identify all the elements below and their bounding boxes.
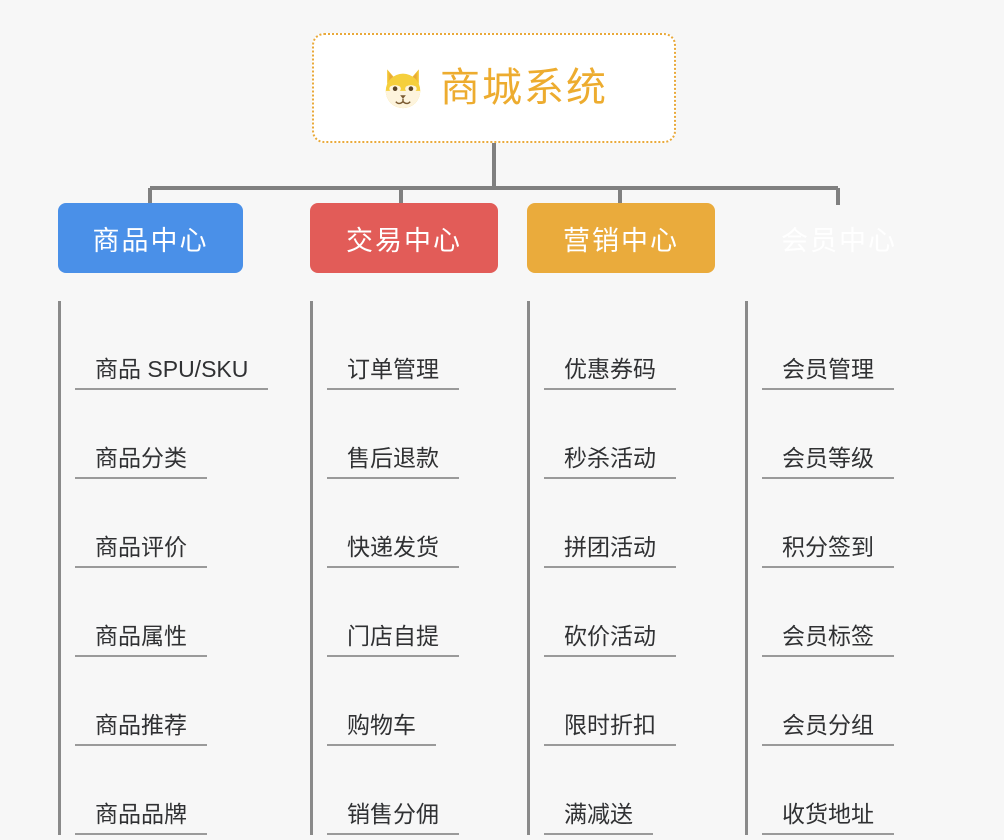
leaf-item[interactable]: 售后退款 <box>327 390 498 479</box>
category-header-1[interactable]: 商品中心 <box>58 203 243 273</box>
leaf-item[interactable]: 商品品牌 <box>75 746 243 835</box>
leaf-item-label: 会员分组 <box>762 712 894 746</box>
category-leaf-list: 优惠券码秒杀活动拼团活动砍价活动限时折扣满减送 <box>527 301 715 835</box>
leaf-item-label: 商品 SPU/SKU <box>75 356 269 390</box>
leaf-item-label: 商品品牌 <box>75 801 207 835</box>
leaf-item-label: 会员管理 <box>762 356 894 390</box>
leaf-item[interactable]: 商品分类 <box>75 390 243 479</box>
leaf-item-label: 商品属性 <box>75 623 207 657</box>
leaf-item-label: 商品推荐 <box>75 712 207 746</box>
category-column: 营销中心优惠券码秒杀活动拼团活动砍价活动限时折扣满减送 <box>527 203 715 835</box>
leaf-item-label: 订单管理 <box>327 356 459 390</box>
leaf-item[interactable]: 优惠券码 <box>544 301 715 390</box>
shiba-dog-face-icon <box>385 69 421 109</box>
leaf-item[interactable]: 会员管理 <box>762 301 933 390</box>
category-leaf-list: 商品 SPU/SKU 商品分类商品评价商品属性商品推荐商品品牌 <box>58 301 269 835</box>
category-column: 会员中心会员管理会员等级积分签到会员标签会员分组收货地址 <box>745 203 933 835</box>
leaf-item-label: 砍价活动 <box>544 623 676 657</box>
leaf-item-label: 售后退款 <box>327 445 459 479</box>
category-header-2[interactable]: 交易中心 <box>310 203 498 273</box>
leaf-item[interactable]: 积分签到 <box>762 479 933 568</box>
leaf-item[interactable]: 收货地址 <box>762 746 933 835</box>
leaf-item[interactable]: 满减送 <box>544 746 715 835</box>
category-header-3[interactable]: 营销中心 <box>527 203 715 273</box>
leaf-item[interactable]: 购物车 <box>327 657 498 746</box>
leaf-item-label: 销售分佣 <box>327 801 459 835</box>
leaf-item-label: 优惠券码 <box>544 356 676 390</box>
leaf-item[interactable]: 商品评价 <box>75 479 243 568</box>
root-node[interactable]: 商城系统 <box>312 33 676 143</box>
leaf-item-label: 积分签到 <box>762 534 894 568</box>
leaf-item-label: 快递发货 <box>327 534 459 568</box>
leaf-item-label: 满减送 <box>544 801 653 835</box>
leaf-item-label: 商品评价 <box>75 534 207 568</box>
leaf-item[interactable]: 砍价活动 <box>544 568 715 657</box>
leaf-item[interactable]: 商品 SPU/SKU <box>75 301 269 390</box>
leaf-item-label: 门店自提 <box>327 623 459 657</box>
leaf-item[interactable]: 订单管理 <box>327 301 498 390</box>
category-column: 商品中心商品 SPU/SKU 商品分类商品评价商品属性商品推荐商品品牌 <box>58 203 269 835</box>
leaf-item[interactable]: 销售分佣 <box>327 746 498 835</box>
leaf-item-label: 会员标签 <box>762 623 894 657</box>
leaf-item[interactable]: 会员标签 <box>762 568 933 657</box>
leaf-item[interactable]: 快递发货 <box>327 479 498 568</box>
category-leaf-list: 会员管理会员等级积分签到会员标签会员分组收货地址 <box>745 301 933 835</box>
leaf-item[interactable]: 门店自提 <box>327 568 498 657</box>
leaf-item-label: 秒杀活动 <box>544 445 676 479</box>
leaf-item[interactable]: 限时折扣 <box>544 657 715 746</box>
leaf-item-label: 商品分类 <box>75 445 207 479</box>
root-title: 商城系统 <box>440 66 608 110</box>
leaf-item[interactable]: 商品属性 <box>75 568 243 657</box>
category-column: 交易中心订单管理售后退款快递发货门店自提购物车销售分佣 <box>310 203 498 835</box>
leaf-item-label: 收货地址 <box>762 801 894 835</box>
leaf-item[interactable]: 会员等级 <box>762 390 933 479</box>
leaf-item[interactable]: 商品推荐 <box>75 657 243 746</box>
leaf-item[interactable]: 会员分组 <box>762 657 933 746</box>
leaf-item-label: 限时折扣 <box>544 712 676 746</box>
leaf-item-label: 会员等级 <box>762 445 894 479</box>
leaf-item[interactable]: 拼团活动 <box>544 479 715 568</box>
leaf-item-label: 购物车 <box>327 712 436 746</box>
leaf-item-label: 拼团活动 <box>544 534 676 568</box>
leaf-item[interactable]: 秒杀活动 <box>544 390 715 479</box>
category-leaf-list: 订单管理售后退款快递发货门店自提购物车销售分佣 <box>310 301 498 835</box>
category-header-4[interactable]: 会员中心 <box>781 225 897 256</box>
